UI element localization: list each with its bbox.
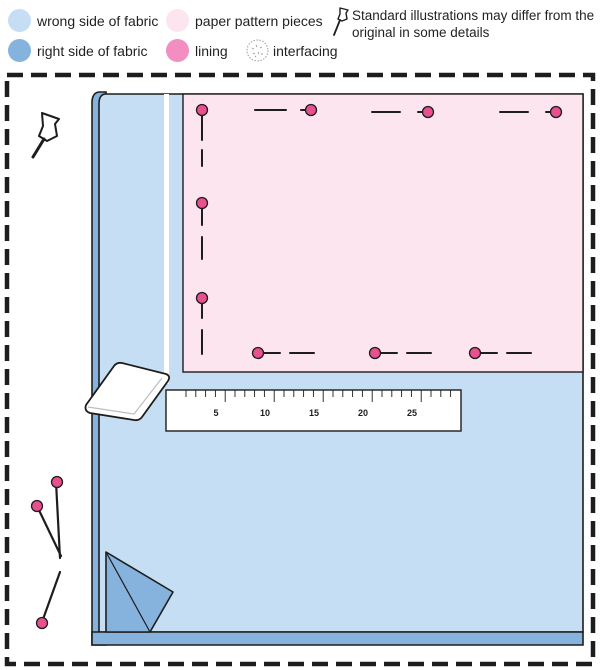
legend-right-side: right side of fabric: [8, 39, 148, 62]
pin-head: [468, 346, 482, 360]
disclaimer-note: Standard illustrations may differ from t…: [332, 7, 600, 41]
pin-head: [368, 346, 382, 360]
lining-swatch: [166, 39, 189, 62]
disclaimer-line-1: Standard illustrations may differ from t…: [352, 8, 595, 23]
right-side-swatch: [8, 39, 31, 62]
ruler-label-15: 15: [309, 408, 319, 418]
dashed-frame: [4, 72, 596, 667]
pin-head: [421, 105, 435, 119]
paper-pattern-swatch: [166, 9, 189, 32]
paper-pattern-piece: [182, 93, 584, 373]
pin-head: [195, 103, 209, 117]
legend-paper-pattern-label: paper pattern pieces: [195, 12, 323, 29]
loose-pins: [30, 475, 64, 630]
legend-lining: lining: [166, 39, 228, 62]
legend-interfacing-label: interfacing: [273, 42, 338, 59]
legend-lining-label: lining: [195, 42, 228, 59]
disclaimer-line-2: original in some details: [352, 25, 490, 40]
disclaimer-text: Standard illustrations may differ from t…: [352, 7, 594, 41]
pushpin-icon: [333, 7, 349, 36]
ruler-label-25: 25: [407, 408, 417, 418]
legend-right-side-label: right side of fabric: [37, 42, 148, 59]
legend: wrong side of fabric right side of fabri…: [0, 0, 600, 68]
pin-head: [251, 346, 265, 360]
pin-head: [549, 105, 563, 119]
legend-interfacing: interfacing: [246, 39, 338, 62]
pin-head: [304, 103, 318, 117]
pin-head: [195, 196, 209, 210]
legend-paper-pattern: paper pattern pieces: [166, 9, 323, 32]
ruler-label-20: 20: [358, 408, 368, 418]
legend-wrong-side-label: wrong side of fabric: [37, 12, 159, 29]
fabric-bottom-layer: [91, 631, 584, 646]
wrong-side-swatch: [8, 9, 31, 32]
tailors-chalk: [84, 361, 171, 422]
ruler-label-10: 10: [260, 408, 270, 418]
pushpin-icon: [31, 112, 60, 159]
interfacing-swatch: [246, 39, 269, 62]
pin-head: [195, 291, 209, 305]
pattern-pins: [195, 103, 563, 360]
ruler-label-5: 5: [213, 408, 218, 418]
ruler: 5 10 15 20 25: [165, 389, 462, 432]
legend-wrong-side: wrong side of fabric: [8, 9, 158, 32]
chalk-line: [164, 94, 169, 384]
